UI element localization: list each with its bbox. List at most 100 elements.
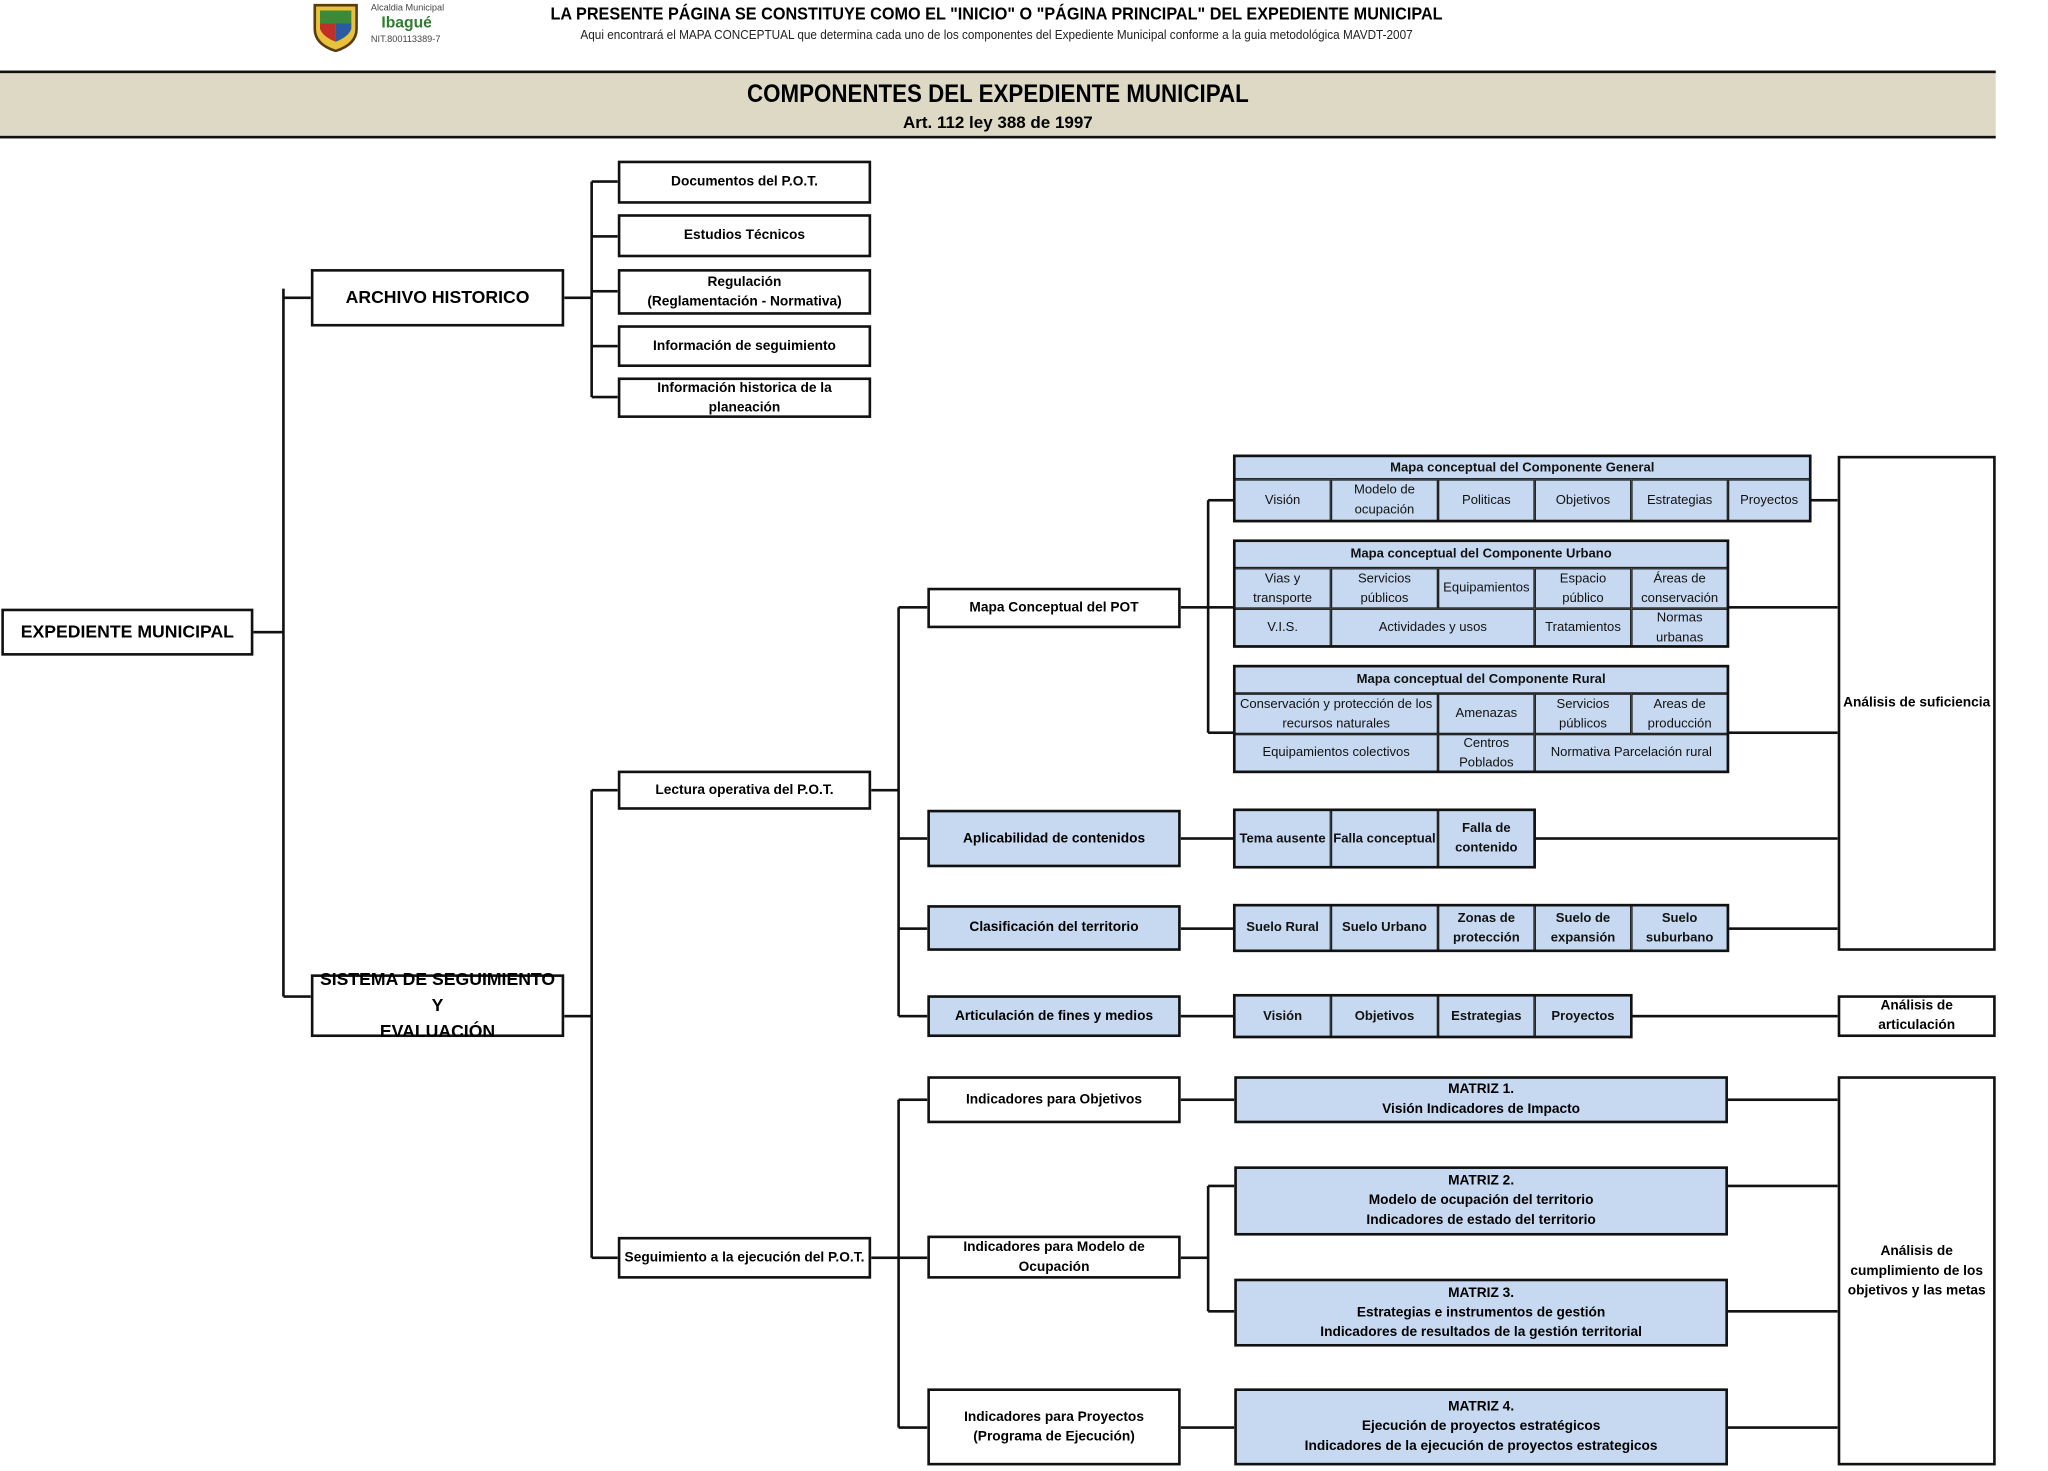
connector-line xyxy=(591,289,618,293)
connector-line xyxy=(1727,731,1838,735)
regulacion-node[interactable]: Regulación (Reglamentación - Normativa) xyxy=(617,269,872,315)
connector-line xyxy=(1534,837,1838,840)
connector-line xyxy=(1180,1098,1235,1102)
seguimiento-ejecucion-node[interactable]: Seguimiento a la ejecución del P.O.T. xyxy=(617,1236,872,1279)
table-cell[interactable]: Vias y transporte xyxy=(1234,568,1331,609)
table-cell[interactable]: Normas urbanas xyxy=(1631,608,1728,647)
connector-line xyxy=(1631,1014,1838,1018)
section-banner: COMPONENTES DEL EXPEDIENTE MUNICIPAL Art… xyxy=(0,70,1996,139)
table-cell[interactable]: Espacio público xyxy=(1534,568,1632,609)
table-cell[interactable]: Tratamientos xyxy=(1534,608,1632,647)
table-cell[interactable]: Falla conceptual xyxy=(1330,809,1439,868)
table-cell[interactable]: Objetivos xyxy=(1534,479,1632,522)
table-cell[interactable]: Zonas de protección xyxy=(1438,905,1535,951)
connector-line xyxy=(590,790,593,1258)
table-cell[interactable]: Mapa conceptual del Componente General xyxy=(1234,455,1811,480)
clasificacion-node[interactable]: Clasificación del territorio xyxy=(927,905,1181,951)
connector-line xyxy=(591,1256,618,1260)
connector-line xyxy=(897,1099,900,1428)
table-cell[interactable]: Politicas xyxy=(1438,479,1535,522)
table-cell[interactable]: Estrategias xyxy=(1438,995,1535,1038)
documentos-pot-node[interactable]: Documentos del P.O.T. xyxy=(617,160,872,204)
estudios-tecnicos-node[interactable]: Estudios Técnicos xyxy=(617,214,872,258)
connector-line xyxy=(253,630,284,634)
connector-line xyxy=(1180,927,1235,930)
connector-line xyxy=(591,235,618,238)
analisis-articulacion-node[interactable]: Análisis de articulación xyxy=(1837,995,1996,1038)
banner-subtitle: Art. 112 ley 388 de 1997 xyxy=(902,112,1093,132)
mapa-conceptual-pot-node[interactable]: Mapa Conceptual del POT xyxy=(927,587,1181,629)
indicadores-modelo-node[interactable]: Indicadores para Modelo de Ocupación xyxy=(927,1235,1181,1279)
table-cell[interactable]: Visión xyxy=(1234,995,1331,1038)
connector-line xyxy=(1727,1310,1838,1313)
table-cell[interactable]: Servicios públicos xyxy=(1534,693,1632,735)
connector-line xyxy=(1727,1098,1838,1102)
connector-line xyxy=(1208,606,1235,609)
table-cell[interactable]: Áreas de conservación xyxy=(1631,568,1728,609)
table-cell[interactable]: Proyectos xyxy=(1727,479,1811,522)
connector-line xyxy=(591,180,618,183)
connector-line xyxy=(898,927,928,930)
archivo-historico-node[interactable]: ARCHIVO HISTORICO xyxy=(310,269,565,327)
connector-line xyxy=(898,1426,928,1429)
matriz-1-node[interactable]: MATRIZ 1. Visión Indicadores de Impacto xyxy=(1234,1076,1728,1124)
table-cell[interactable]: V.I.S. xyxy=(1234,608,1331,647)
table-cell[interactable]: Equipamientos xyxy=(1438,568,1535,609)
table-cell[interactable]: Areas de producción xyxy=(1631,693,1728,735)
matriz-2-node[interactable]: MATRIZ 2. Modelo de ocupación del territ… xyxy=(1234,1166,1728,1236)
table-cell[interactable]: Visión xyxy=(1234,479,1331,522)
informacion-historica-node[interactable]: Información historica de la planeación xyxy=(617,377,872,418)
table-cell[interactable]: Amenazas xyxy=(1438,693,1535,735)
table-cell[interactable]: Equipamientos colectivos xyxy=(1234,734,1439,772)
table-cell[interactable]: Estrategias xyxy=(1631,479,1728,522)
logo-caption: Alcaldia Municipal xyxy=(370,3,445,14)
connector-line xyxy=(283,995,311,998)
table-cell[interactable]: Normativa Parcelación rural xyxy=(1534,734,1728,772)
table-cell[interactable]: Suelo de expansión xyxy=(1534,905,1632,951)
lectura-operativa-node[interactable]: Lectura operativa del P.O.T. xyxy=(617,770,872,810)
table-cell[interactable]: Suelo Urbano xyxy=(1330,905,1439,951)
connector-line xyxy=(898,1098,928,1102)
connector-line xyxy=(1727,1426,1838,1429)
connector-line xyxy=(1208,731,1235,735)
analisis-suficiencia-node[interactable]: Análisis de suficiencia xyxy=(1837,455,1996,951)
connector-line xyxy=(898,837,928,840)
table-cell[interactable]: Mapa conceptual del Componente Rural xyxy=(1234,666,1728,694)
table-cell[interactable]: Mapa conceptual del Componente Urbano xyxy=(1234,540,1728,569)
table-cell[interactable]: Servicios públicos xyxy=(1330,568,1439,609)
connector-line xyxy=(564,296,592,300)
articulacion-node[interactable]: Articulación de fines y medios xyxy=(927,995,1181,1038)
table-cell[interactable]: Tema ausente xyxy=(1234,809,1331,868)
table-cell[interactable]: Falla de contenido xyxy=(1438,809,1535,868)
connector-line xyxy=(1727,1184,1838,1188)
expediente-municipal-node[interactable]: EXPEDIENTE MUNICIPAL xyxy=(1,608,254,656)
table-cell[interactable]: Conservación y protección de los recurso… xyxy=(1234,693,1439,735)
analisis-cumplimiento-node[interactable]: Análisis de cumplimiento de los objetivo… xyxy=(1837,1076,1996,1466)
aplicabilidad-node[interactable]: Aplicabilidad de contenidos xyxy=(927,809,1181,868)
indicadores-objetivos-node[interactable]: Indicadores para Objetivos xyxy=(927,1076,1181,1124)
connector-line xyxy=(591,344,618,348)
connector-line xyxy=(1206,1185,1210,1312)
informacion-seguimiento-node[interactable]: Información de seguimiento xyxy=(617,325,872,368)
indicadores-proyectos-node[interactable]: Indicadores para Proyectos (Programa de … xyxy=(927,1388,1181,1466)
logo-name: Ibagué xyxy=(381,13,432,32)
matriz-3-node[interactable]: MATRIZ 3. Estrategias e instrumentos de … xyxy=(1234,1278,1728,1347)
table-cell[interactable]: Modelo de ocupación xyxy=(1330,479,1439,522)
connector-line xyxy=(564,1014,592,1018)
sistema-seguimiento-node[interactable]: SISTEMA DE SEGUIMIENTO Y EVALUACIÓN xyxy=(310,969,565,1041)
table-cell[interactable]: Actividades y usos xyxy=(1330,608,1535,647)
page-subtitle: Aqui encontrará el MAPA CONCEPTUAL que d… xyxy=(580,28,1413,44)
connector-line xyxy=(1810,498,1838,502)
table-cell[interactable]: Centros Poblados xyxy=(1438,734,1535,772)
table-cell[interactable]: Proyectos xyxy=(1534,995,1632,1038)
connector-line xyxy=(1208,1310,1235,1313)
matriz-4-node[interactable]: MATRIZ 4. Ejecución de proyectos estraté… xyxy=(1234,1388,1728,1466)
connector-line xyxy=(591,788,618,792)
table-cell[interactable]: Suelo Rural xyxy=(1234,905,1331,951)
table-cell[interactable]: Suelo suburbano xyxy=(1631,905,1728,951)
connector-line xyxy=(283,296,311,300)
page-title: LA PRESENTE PÁGINA SE CONSTITUYE COMO EL… xyxy=(550,3,1443,24)
connector-line xyxy=(898,606,928,609)
table-cell[interactable]: Objetivos xyxy=(1330,995,1439,1038)
